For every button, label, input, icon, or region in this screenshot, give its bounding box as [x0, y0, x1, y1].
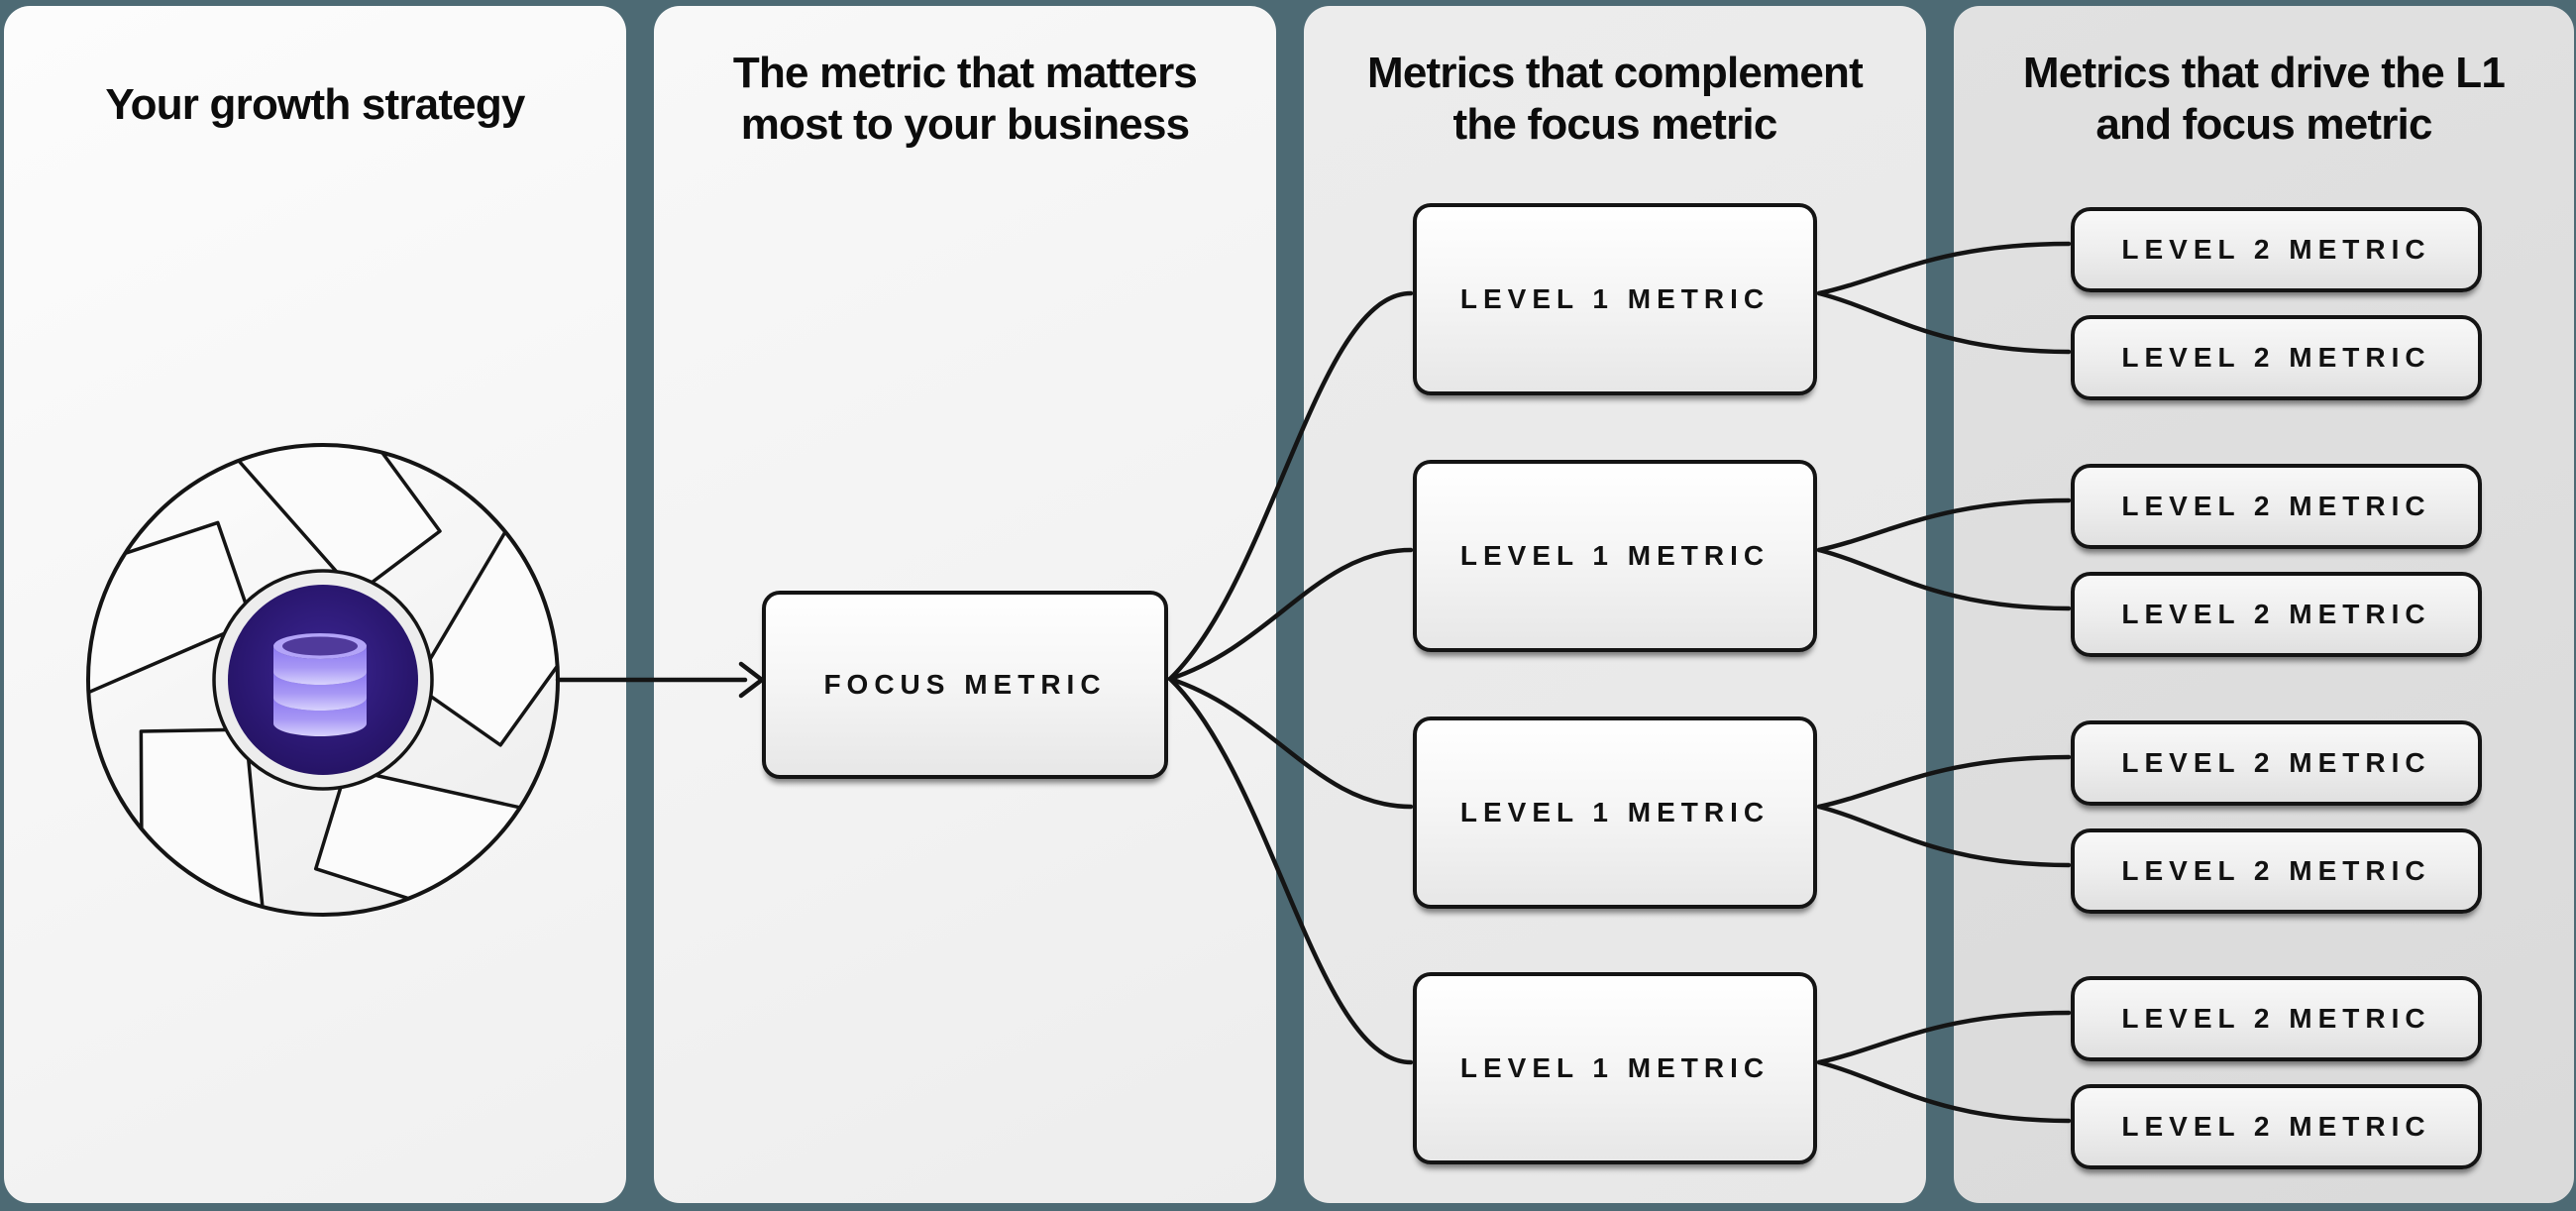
- column-title-line: the focus metric: [1452, 99, 1777, 149]
- column-title-level-1: Metrics that complement the focus metric: [1304, 48, 1926, 151]
- column-title-line: Your growth strategy: [105, 80, 525, 129]
- level-2-metric-label: LEVEL 2 METRIC: [2121, 342, 2431, 373]
- column-title-line: The metric that matters: [732, 49, 1198, 97]
- level-2-metric-label: LEVEL 2 METRIC: [2121, 1111, 2431, 1142]
- level-2-metric-box-6: LEVEL 2 METRIC: [2071, 828, 2482, 914]
- panel-level-2-metrics: Metrics that drive the L1 and focus metr…: [1954, 6, 2574, 1203]
- level-1-metric-box-3: LEVEL 1 METRIC: [1413, 716, 1817, 909]
- column-title-level-2: Metrics that drive the L1 and focus metr…: [1954, 48, 2574, 151]
- focus-metric-box: FOCUS METRIC: [762, 591, 1168, 779]
- level-1-metric-box-1: LEVEL 1 METRIC: [1413, 203, 1817, 395]
- level-1-metric-box-4: LEVEL 1 METRIC: [1413, 972, 1817, 1164]
- level-2-metric-label: LEVEL 2 METRIC: [2121, 747, 2431, 778]
- flywheel-blades: [86, 443, 560, 909]
- level-2-metric-box-4: LEVEL 2 METRIC: [2071, 572, 2482, 657]
- database-icon: [273, 633, 367, 736]
- level-1-metric-label: LEVEL 1 METRIC: [1459, 540, 1771, 571]
- level-2-metric-box-7: LEVEL 2 METRIC: [2071, 976, 2482, 1061]
- level-2-metric-box-3: LEVEL 2 METRIC: [2071, 464, 2482, 549]
- focus-metric-label: FOCUS METRIC: [823, 669, 1107, 700]
- level-1-metric-label: LEVEL 1 METRIC: [1459, 283, 1771, 314]
- level-2-metric-box-2: LEVEL 2 METRIC: [2071, 315, 2482, 400]
- panel-focus-metric: The metric that matters most to your bus…: [654, 6, 1276, 1203]
- column-title-line: and focus metric: [2095, 99, 2432, 149]
- column-title-line: Metrics that drive the L1: [2022, 49, 2506, 97]
- column-title-focus-metric: The metric that matters most to your bus…: [654, 48, 1276, 151]
- column-title-line: most to your business: [740, 99, 1190, 149]
- level-2-metric-label: LEVEL 2 METRIC: [2121, 491, 2431, 521]
- level-2-metric-label: LEVEL 2 METRIC: [2121, 855, 2431, 886]
- panel-level-1-metrics: Metrics that complement the focus metric…: [1304, 6, 1926, 1203]
- level-2-metric-label: LEVEL 2 METRIC: [2121, 1003, 2431, 1034]
- level-1-metric-label: LEVEL 1 METRIC: [1459, 797, 1771, 827]
- level-2-metric-box-8: LEVEL 2 METRIC: [2071, 1084, 2482, 1169]
- level-2-metric-box-1: LEVEL 2 METRIC: [2071, 207, 2482, 292]
- level-2-metric-label: LEVEL 2 METRIC: [2121, 599, 2431, 629]
- column-title-growth-strategy: Your growth strategy: [4, 79, 626, 131]
- panel-growth-strategy: Your growth strategy: [4, 6, 626, 1203]
- column-title-line: Metrics that complement: [1367, 49, 1864, 97]
- level-2-metric-label: LEVEL 2 METRIC: [2121, 234, 2431, 265]
- level-1-metric-label: LEVEL 1 METRIC: [1459, 1052, 1771, 1083]
- level-1-metric-box-2: LEVEL 1 METRIC: [1413, 460, 1817, 652]
- level-2-metric-box-5: LEVEL 2 METRIC: [2071, 720, 2482, 806]
- flywheel-database-icon: [86, 443, 560, 917]
